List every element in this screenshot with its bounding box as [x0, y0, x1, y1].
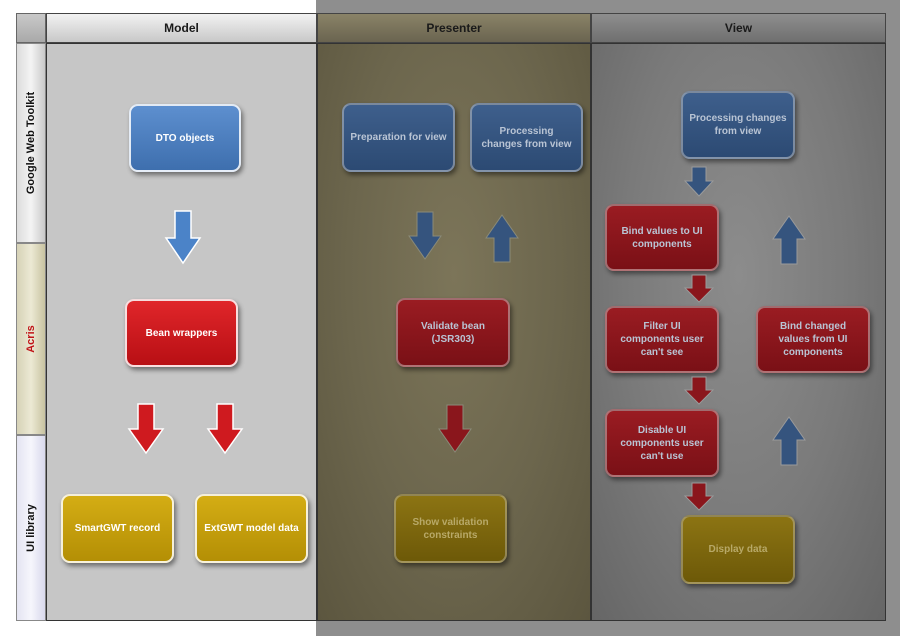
arrow-up-icon — [772, 416, 806, 466]
smartgwt-record-box: SmartGWT record — [61, 494, 174, 563]
arrow-up-icon — [772, 215, 806, 265]
validate-bean-box: Validate bean (JSR303) — [396, 298, 510, 367]
display-data-box: Display data — [681, 515, 795, 584]
arrow-down-icon — [408, 211, 442, 260]
lane-google-web-toolkit: Google Web Toolkit — [16, 43, 46, 243]
presenter-processing-changes-box: Processing changes from view — [470, 103, 583, 172]
arrow-down-icon — [164, 210, 202, 265]
arrow-down-icon — [438, 404, 472, 453]
arrow-down-icon — [683, 376, 715, 405]
bind-changed-values-box: Bind changed values from UI components — [756, 306, 870, 373]
lane-ui-library: UI library — [16, 435, 46, 621]
column-header-presenter: Presenter — [317, 13, 591, 43]
preparation-for-view-box: Preparation for view — [342, 103, 455, 172]
column-header-view: View — [591, 13, 886, 43]
arrow-down-icon — [683, 274, 715, 303]
lane-label-acris: Acris — [25, 325, 37, 353]
disable-ui-components-box: Disable UI components user can't use — [605, 409, 719, 477]
view-processing-changes-box: Processing changes from view — [681, 91, 795, 159]
show-validation-constraints-box: Show validation constraints — [394, 494, 507, 563]
column-header-model: Model — [46, 13, 317, 43]
bean-wrappers-box: Bean wrappers — [125, 299, 238, 367]
dto-objects-box: DTO objects — [129, 104, 241, 172]
arrow-down-icon — [683, 166, 715, 197]
lane-acris: Acris — [16, 243, 46, 435]
extgwt-model-data-box: ExtGWT model data — [195, 494, 308, 563]
header-corner — [16, 13, 46, 43]
arrow-down-icon — [127, 403, 165, 455]
lane-label-ui: UI library — [25, 504, 37, 552]
filter-ui-components-box: Filter UI components user can't see — [605, 306, 719, 373]
bind-values-box: Bind values to UI components — [605, 204, 719, 271]
arrow-down-icon — [206, 403, 244, 455]
arrow-up-icon — [485, 214, 519, 263]
arrow-down-icon — [683, 482, 715, 511]
lane-label-gwt: Google Web Toolkit — [25, 91, 37, 195]
